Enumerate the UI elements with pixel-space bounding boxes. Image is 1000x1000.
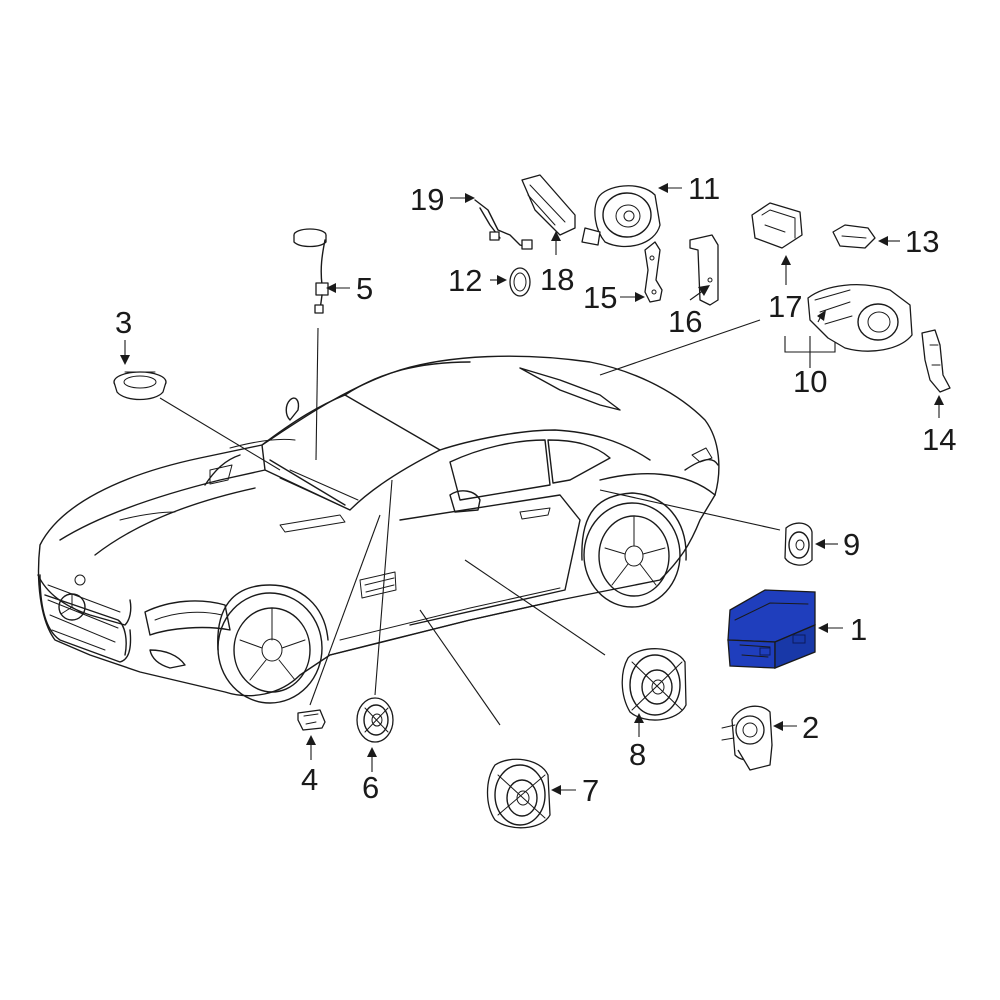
part-12-ring[interactable] <box>509 267 531 297</box>
part-3-tweeter[interactable] <box>113 371 167 401</box>
callout-12[interactable]: 12 <box>448 263 482 298</box>
callout-8[interactable]: 8 <box>629 737 646 772</box>
part-4-bracket[interactable] <box>297 709 326 731</box>
part-18-trim[interactable] <box>521 174 576 236</box>
part-19-harness[interactable] <box>474 199 533 250</box>
part-17-module[interactable] <box>751 202 803 249</box>
part-1-body-front <box>727 639 776 669</box>
callout-13[interactable]: 13 <box>905 224 939 259</box>
part-6-speaker[interactable] <box>356 697 394 743</box>
callout-arrows <box>120 183 944 795</box>
leader-lines <box>159 319 836 726</box>
callout-11[interactable]: 11 <box>688 171 720 206</box>
part-2-component[interactable] <box>721 705 773 771</box>
part-15-bracket[interactable] <box>644 241 663 303</box>
callout-6[interactable]: 6 <box>362 770 379 805</box>
part-10-subwoofer-assembly[interactable] <box>807 284 913 352</box>
callout-5[interactable]: 5 <box>356 271 373 306</box>
callout-10[interactable]: 10 <box>793 364 827 399</box>
callout-15[interactable]: 15 <box>583 280 617 315</box>
callout-1[interactable]: 1 <box>850 612 867 647</box>
callout-labels: 1 2 3 4 5 6 7 8 9 10 11 12 13 14 15 16 1… <box>115 171 956 808</box>
part-8-speaker[interactable] <box>621 648 687 721</box>
callout-3[interactable]: 3 <box>115 305 132 340</box>
part-16-bracket[interactable] <box>689 234 719 306</box>
callout-17[interactable]: 17 <box>768 289 802 324</box>
callout-14[interactable]: 14 <box>922 422 956 457</box>
callout-9[interactable]: 9 <box>843 527 860 562</box>
callout-7[interactable]: 7 <box>582 773 599 808</box>
callout-19[interactable]: 19 <box>410 182 444 217</box>
part-7-woofer[interactable] <box>486 758 551 829</box>
part-11-speaker[interactable] <box>581 185 661 248</box>
callout-18[interactable]: 18 <box>540 262 574 297</box>
part-5-antenna[interactable] <box>293 228 329 314</box>
part-9-speaker[interactable] <box>784 522 813 566</box>
car-illustration <box>37 355 720 704</box>
part-14-bracket[interactable] <box>921 329 951 393</box>
callout-2[interactable]: 2 <box>802 710 819 745</box>
part-13-clip[interactable] <box>832 224 876 249</box>
part-1-amplifier[interactable] <box>727 589 816 669</box>
callout-4[interactable]: 4 <box>301 762 318 797</box>
callout-16[interactable]: 16 <box>668 304 702 339</box>
